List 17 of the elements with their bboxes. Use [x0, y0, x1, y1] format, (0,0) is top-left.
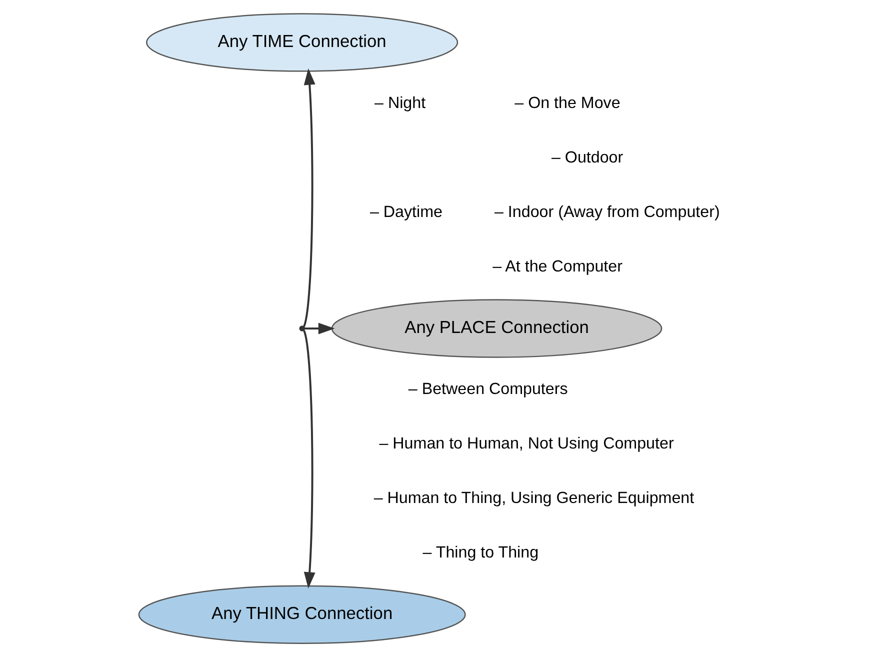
- arrow: [302, 330, 315, 589]
- label: – Thing to Thing: [422, 544, 538, 562]
- label: – Daytime: [369, 202, 442, 221]
- label: – Night: [374, 94, 426, 112]
- label: – Human to Thing, Using Generic Equipment: [373, 489, 694, 508]
- label: – Between Computers: [408, 380, 568, 398]
- label: – At the Computer: [492, 258, 622, 276]
- label: – Indoor (Away from Computer): [494, 202, 720, 221]
- node-ellipse: Any THING Connection: [138, 585, 466, 644]
- label: – Human to Human, Not Using Computer: [378, 434, 674, 452]
- node-point: [298, 326, 304, 332]
- label: – Outdoor: [550, 148, 623, 166]
- label: – On the Move: [514, 94, 620, 112]
- arrow: [304, 322, 334, 334]
- arrow: [302, 68, 315, 328]
- node-ellipse: Any PLACE Connection: [330, 299, 662, 358]
- node-ellipse: Any TIME Connection: [146, 13, 458, 72]
